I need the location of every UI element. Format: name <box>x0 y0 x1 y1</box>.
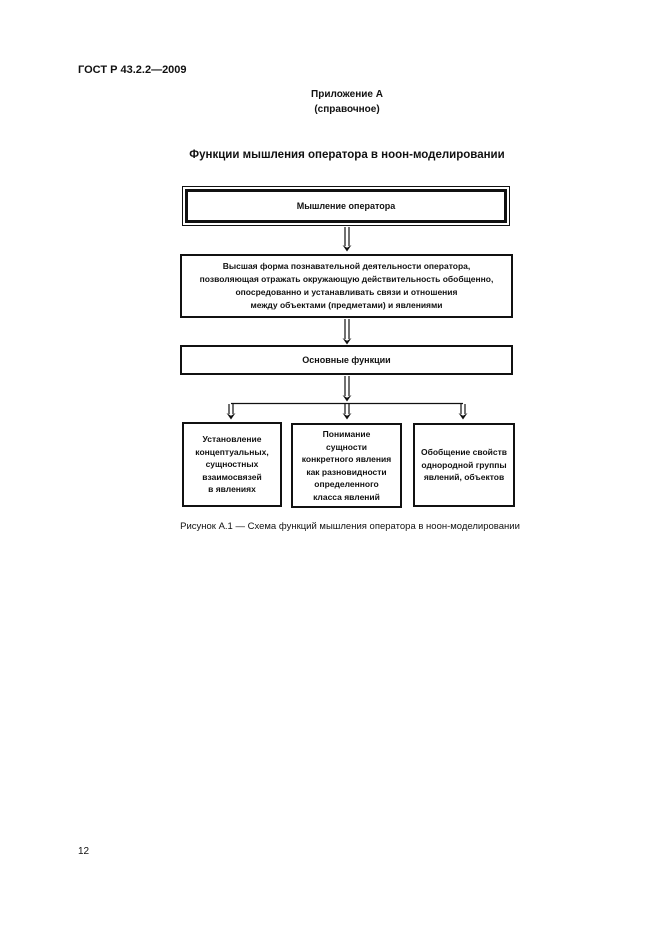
flowchart-root-box: Мышление оператора <box>182 186 510 226</box>
flowchart-leaf-box-generalizing-properties: Обобщение свойств однородной группы явле… <box>413 423 515 507</box>
annex-type-label: (справочное) <box>314 104 380 115</box>
page-number: 12 <box>78 846 90 857</box>
standard-reference: ГОСТ Р 43.2.2—2009 <box>78 64 187 76</box>
figure-caption: Рисунок А.1 — Схема функций мышления опе… <box>180 521 520 532</box>
annex-label: Приложение А <box>311 89 383 100</box>
flowchart-definition-box: Высшая форма познавательной деятельности… <box>180 254 513 318</box>
figure-title: Функции мышления оператора в ноон-модели… <box>189 149 505 161</box>
flowchart-functions-box: Основные функции <box>180 345 513 375</box>
flowchart-root-box-label: Мышление оператора <box>185 189 507 223</box>
flowchart-leaf-box-establishing-relations: Установление концептуальных, сущностных … <box>182 422 282 507</box>
flowchart-leaf-box-understanding-essence: Понимание сущности конкретного явления к… <box>291 423 402 508</box>
